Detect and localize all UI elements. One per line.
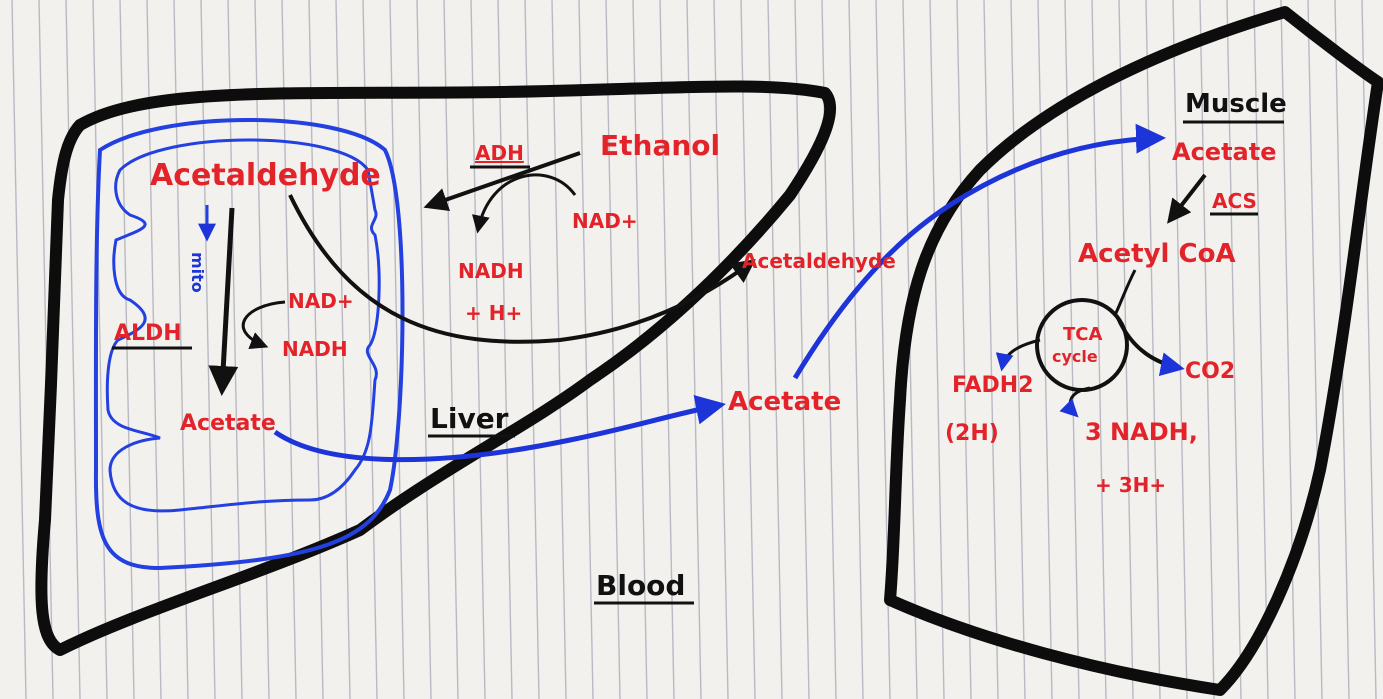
rule-line [714, 0, 728, 699]
rule-line [498, 0, 512, 699]
rule-line [687, 0, 701, 699]
rule-line [795, 0, 809, 699]
blood-label: Blood [596, 569, 685, 602]
rule-line [228, 0, 242, 699]
notebook-rule-lines [12, 0, 1376, 699]
rule-line [984, 0, 998, 699]
rule-line [66, 0, 80, 699]
nad-plus-label: NAD+ [572, 209, 638, 233]
nadh-label: NADH [458, 259, 524, 283]
tca-cycle-circle [1037, 300, 1127, 390]
rule-line [957, 0, 971, 699]
rule-line [1308, 0, 1322, 699]
mito-nad-to-nadh-curve [243, 302, 285, 346]
fadh2-label: FADH2 [952, 373, 1034, 398]
two-h-label: (2H) [945, 421, 999, 446]
acs-enzyme-label: ACS [1212, 189, 1257, 213]
rule-line [552, 0, 566, 699]
aldh-enzyme-label: ALDH [114, 321, 182, 346]
tca-label: TCA [1063, 324, 1102, 345]
mito-acetate-label: Acetate [180, 411, 276, 436]
muscle-label: Muscle [1185, 89, 1287, 119]
rule-line [255, 0, 269, 699]
liver-label: Liver [430, 402, 509, 435]
rule-line [768, 0, 782, 699]
co2-label: CO2 [1185, 359, 1235, 384]
three-nadh-label: 3 NADH, [1085, 418, 1198, 446]
rule-line [12, 0, 26, 699]
rule-line [444, 0, 458, 699]
rule-line [471, 0, 485, 699]
muscle-outline [890, 12, 1378, 690]
mito-label: mito [188, 252, 207, 293]
ethanol-label: Ethanol [600, 129, 720, 162]
tca-to-fadh2-arrow [1002, 340, 1040, 368]
adh-enzyme-label: ADH [475, 141, 524, 165]
blood-acetate-label: Acetate [728, 387, 841, 417]
rule-line [525, 0, 539, 699]
rule-line [579, 0, 593, 699]
mito-nadh-label: NADH [282, 337, 348, 361]
aldh-reaction-arrow [222, 208, 232, 390]
h-plus-label: + H+ [465, 301, 522, 325]
rule-line [1038, 0, 1052, 699]
blood-acetaldehyde-label: Acetaldehyde [742, 249, 896, 273]
three-h-plus-label: + 3H+ [1095, 473, 1166, 497]
rule-line [1146, 0, 1160, 699]
mito-nad-plus-label: NAD+ [288, 289, 354, 313]
tca-cycle-word: cycle [1052, 347, 1098, 366]
acetate-to-acetylcoa-arrow [1170, 175, 1205, 220]
rule-line [849, 0, 863, 699]
rule-line [930, 0, 944, 699]
acetyl-coa-label: Acetyl CoA [1078, 239, 1236, 269]
rule-line [741, 0, 755, 699]
mito-acetaldehyde-label: Acetaldehyde [150, 158, 381, 193]
rule-line [363, 0, 377, 699]
rule-line [417, 0, 431, 699]
muscle-acetate-label: Acetate [1172, 138, 1277, 166]
